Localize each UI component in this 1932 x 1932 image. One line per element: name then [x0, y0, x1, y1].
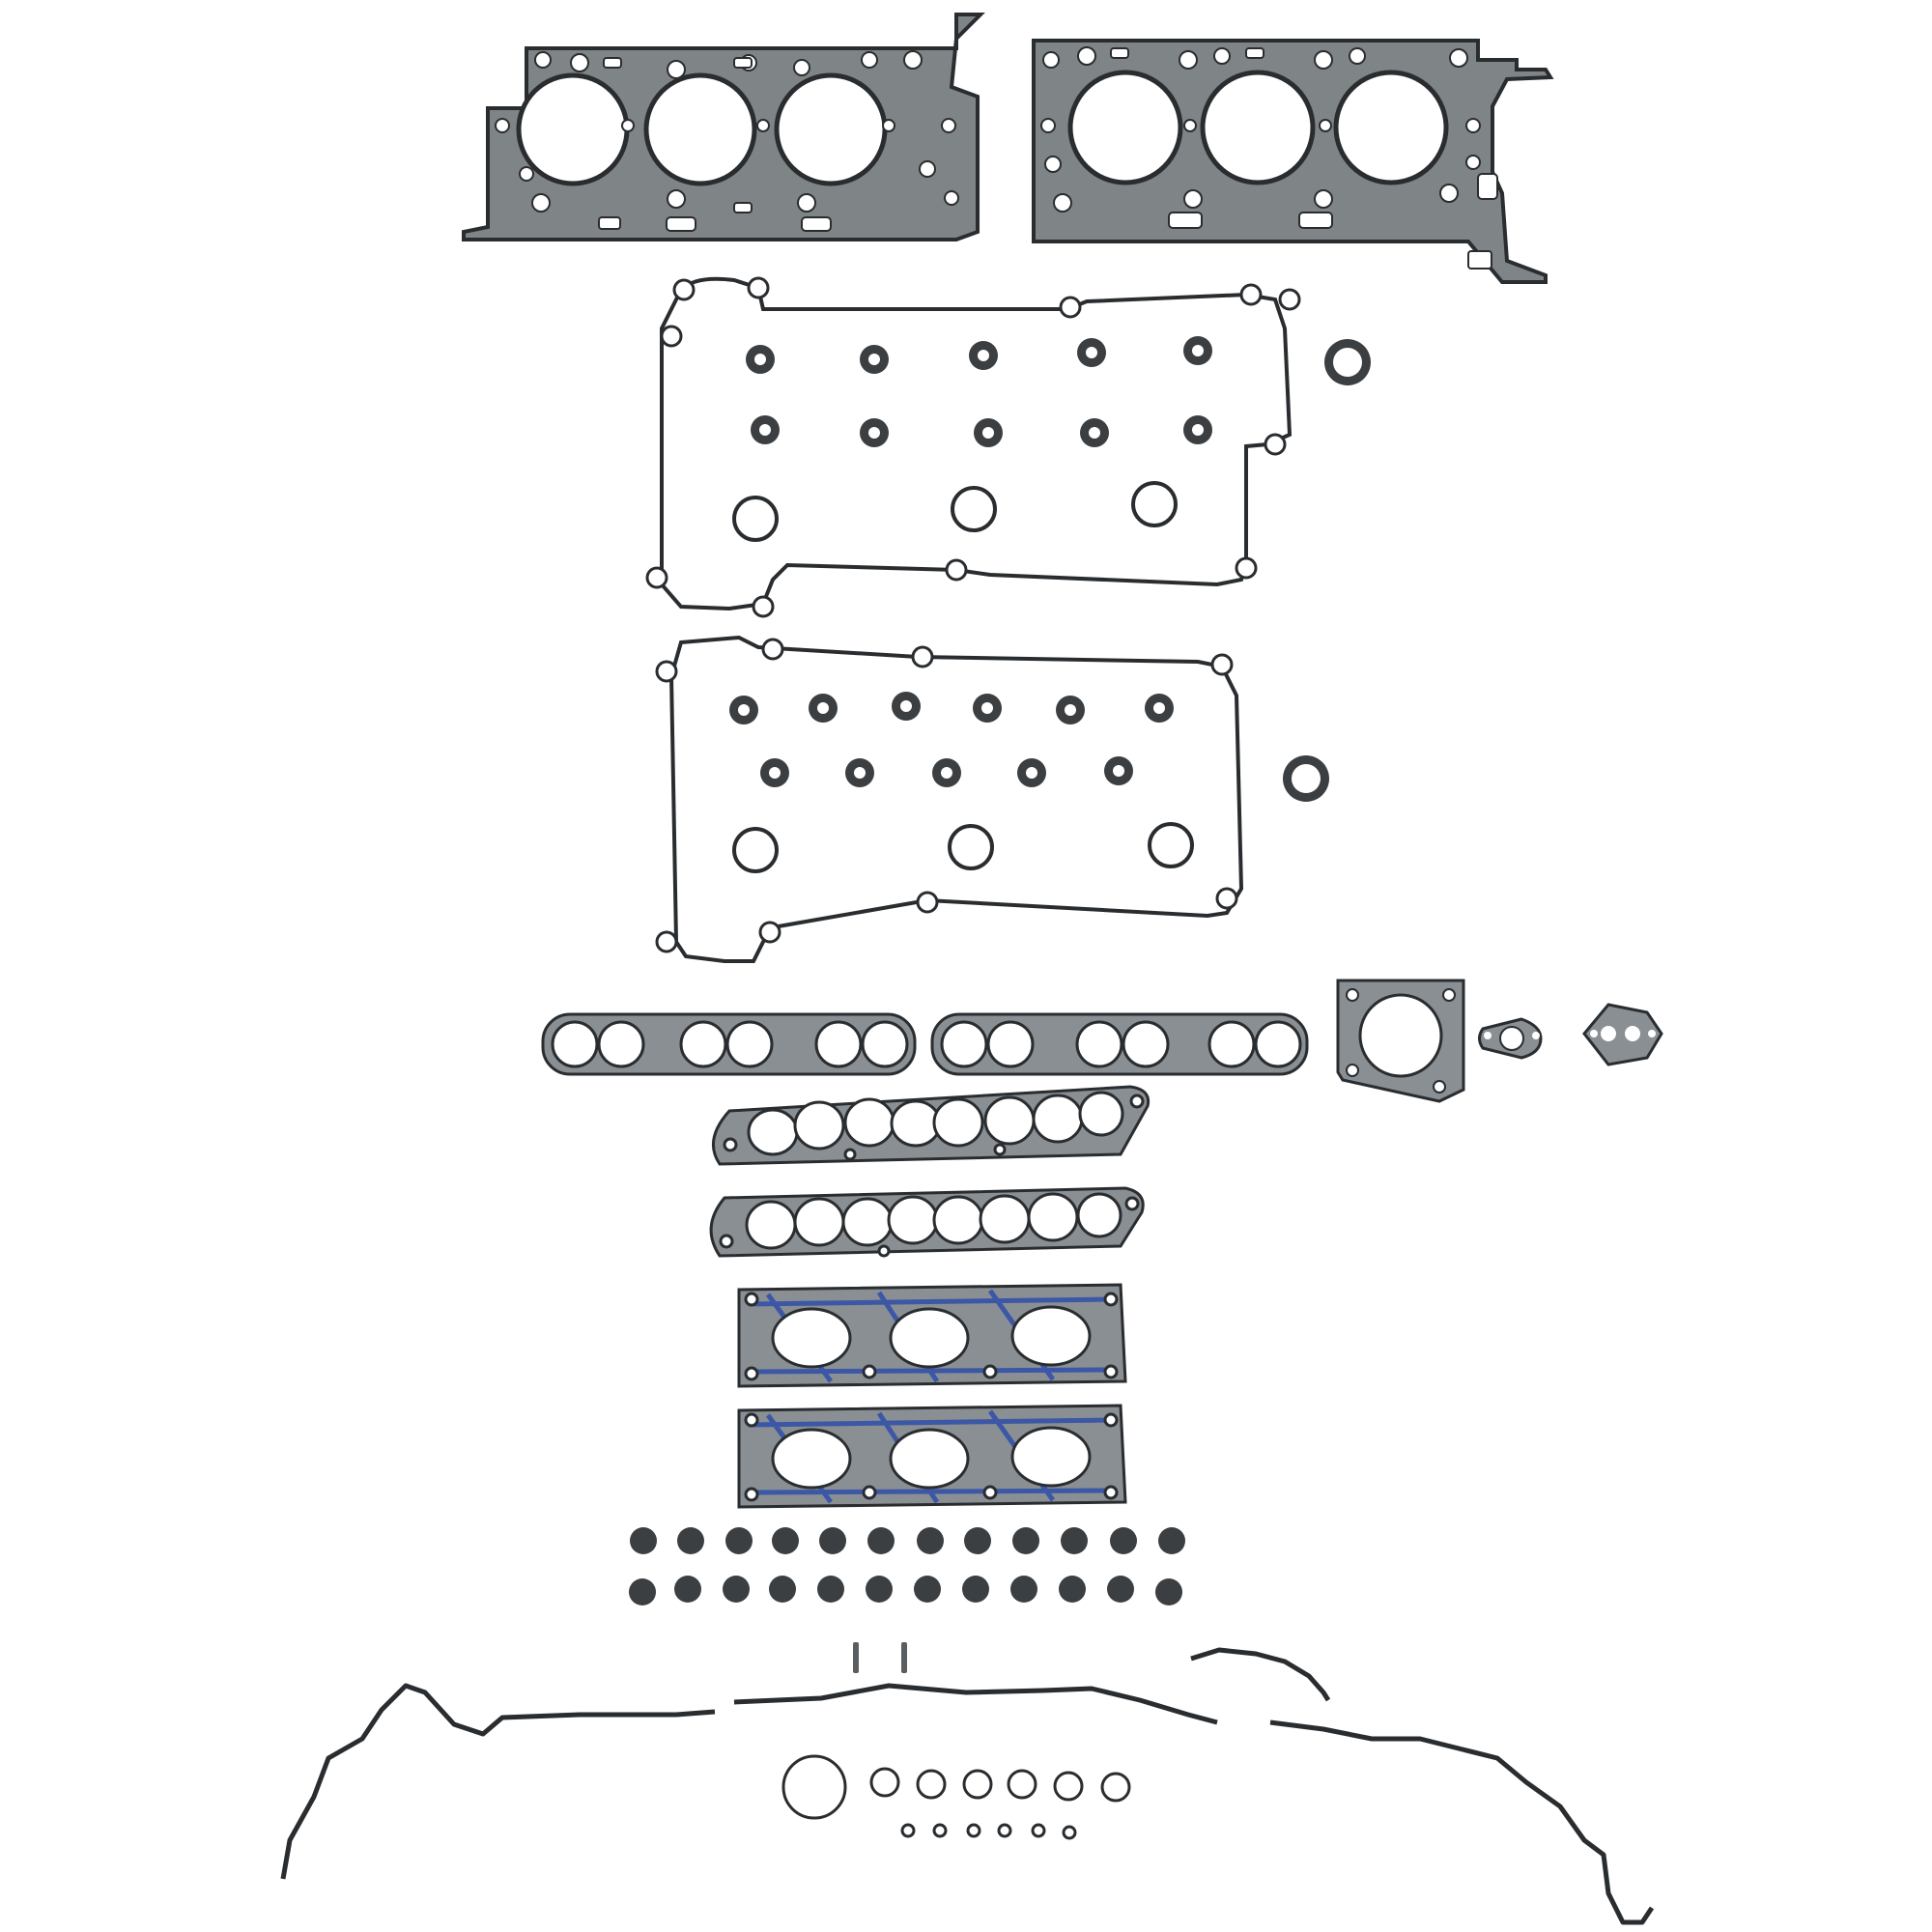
valve-cover-gasket-lower	[655, 635, 1329, 963]
lower-intake-gasket-upper	[712, 1085, 1151, 1166]
valve-stem-seals	[629, 1527, 1185, 1605]
head-gasket-left	[462, 13, 985, 242]
intake-gasket-left	[541, 1012, 917, 1076]
head-gasket-right	[1032, 39, 1554, 284]
timing-cover-gasket	[280, 1647, 1655, 1925]
dowel-pins	[853, 1642, 907, 1673]
throttle-body-gasket	[1336, 979, 1465, 1103]
iac-valve-gasket	[1582, 1003, 1663, 1066]
exhaust-gasket-upper	[737, 1283, 1127, 1388]
valve-cover-gasket-upper	[645, 276, 1371, 618]
intake-gasket-right	[930, 1012, 1309, 1076]
o-rings	[781, 1754, 1131, 1840]
exhaust-gasket-lower	[737, 1404, 1127, 1509]
lower-intake-gasket-lower	[709, 1186, 1145, 1258]
egr-gasket	[1478, 1017, 1543, 1060]
